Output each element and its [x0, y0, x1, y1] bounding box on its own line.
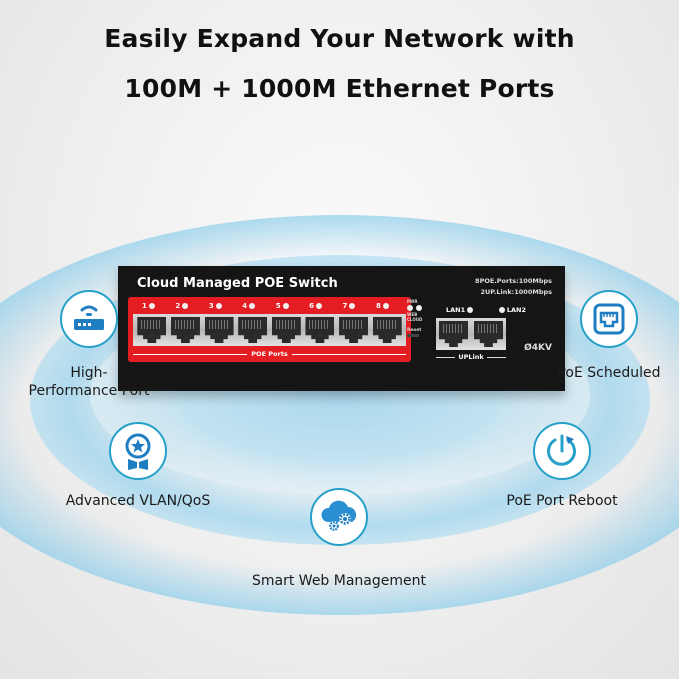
lan2-led: LAN2 — [498, 306, 526, 314]
feature-label: Smart Web Management — [252, 573, 426, 589]
port-led-7: 7 — [343, 302, 369, 310]
poe-port-row — [133, 314, 406, 346]
feature-poe-scheduled: PoE Scheduled — [540, 290, 678, 382]
poe-ports-panel: 1 2 3 4 5 6 7 8 POE Ports — [128, 297, 411, 362]
rj45-port-icon — [238, 317, 268, 343]
web-cloud-labels: WEB CLOUD — [407, 312, 423, 322]
port-led-2: 2 — [175, 302, 201, 310]
rj45-port-icon — [474, 321, 503, 347]
rj45-port-icon — [170, 317, 200, 343]
feature-icon-circle — [580, 290, 638, 348]
feature-label: PoE Scheduled — [557, 365, 661, 381]
port-led-1: 1 — [142, 302, 168, 310]
award-star-icon — [125, 433, 151, 470]
port-led-4: 4 — [242, 302, 268, 310]
cloud-gears-icon — [321, 500, 357, 531]
spec-uplink: 2UP.Link:1000Mbps — [480, 288, 553, 296]
poe-ports-label: POE Ports — [251, 350, 288, 358]
uplink-ports-panel — [436, 318, 506, 350]
feature-high-performance-port: High- Performance Port — [4, 290, 174, 400]
device-title: Cloud Managed POE Switch — [137, 276, 338, 291]
feature-icon-circle — [60, 290, 118, 348]
rj45-port-icon — [339, 317, 369, 343]
cloud-led-icon — [416, 305, 422, 311]
status-led-block: PWR WEB CLOUD Reset — [407, 299, 433, 337]
feature-icon-circle — [533, 422, 591, 480]
poe-switch-device: Cloud Managed POE Switch 8POE.Ports:100M… — [118, 266, 565, 391]
feature-label: PoE Port Reboot — [506, 493, 618, 509]
device-specs: 8POE.Ports:100Mbps 2UP.Link:1000Mbps — [475, 276, 552, 298]
feature-advanced-vlan-qos: Advanced VLAN/QoS — [48, 422, 228, 510]
port-led-8: 8 — [376, 302, 402, 310]
rj45-port-icon — [271, 317, 301, 343]
feature-label: High- Performance Port — [28, 365, 150, 399]
uplink-label: UPLink — [458, 353, 484, 361]
rj45-port-icon — [439, 321, 468, 347]
lan-led-labels: LAN1 LAN2 — [446, 306, 526, 314]
headline-line-1: Easily Expand Your Network with — [104, 24, 575, 53]
uplink-label-row: UPLink — [436, 352, 506, 362]
feature-label: Advanced VLAN/QoS — [65, 493, 211, 509]
feature-icon-circle — [109, 422, 167, 480]
feature-smart-web-management: Smart Web Management — [238, 488, 440, 590]
headline-line-2: 100M + 1000M Ethernet Ports — [124, 74, 555, 103]
spec-poe-ports: 8POE.Ports:100Mbps — [475, 277, 552, 285]
poe-ports-label-row: POE Ports — [133, 349, 406, 359]
port-led-3: 3 — [209, 302, 235, 310]
rj45-port-icon — [305, 317, 335, 343]
lan1-led: LAN1 — [446, 306, 474, 314]
port-led-row: 1 2 3 4 5 6 7 8 — [142, 302, 402, 310]
feature-icon-circle — [310, 488, 368, 546]
rj45-port-icon — [372, 317, 402, 343]
feature-poe-port-reboot: PoE Port Reboot — [492, 422, 632, 510]
router-icon — [74, 305, 104, 330]
reset-button — [407, 334, 419, 337]
port-led-6: 6 — [309, 302, 335, 310]
port-led-5: 5 — [276, 302, 302, 310]
surge-protection-label: Ø4KV — [524, 343, 552, 353]
web-led-icon — [407, 305, 413, 311]
pwr-label: PWR — [407, 299, 418, 304]
power-reboot-icon — [547, 434, 576, 466]
reset-label: Reset — [407, 328, 422, 333]
ethernet-port-icon — [593, 303, 625, 335]
rj45-port-icon — [204, 317, 234, 343]
